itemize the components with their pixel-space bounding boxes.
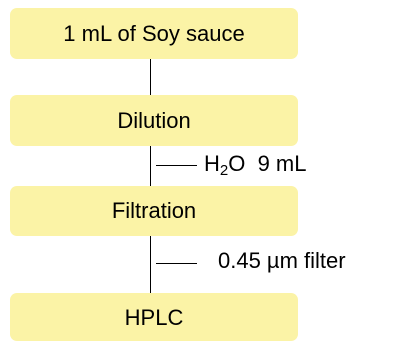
step-box-hplc: HPLC xyxy=(10,293,298,341)
flow-diagram: 1 mL of Soy sauce Dilution H2O 9 mL Filt… xyxy=(10,8,346,341)
connector-line xyxy=(150,236,151,293)
annotation-tick xyxy=(156,263,197,264)
step-label: 1 mL of Soy sauce xyxy=(63,20,245,46)
connector-line xyxy=(150,146,151,186)
step-box-filtration: Filtration xyxy=(10,186,298,236)
step-box-soy-sauce: 1 mL of Soy sauce xyxy=(10,8,298,59)
annotation-subscript: 2 xyxy=(219,162,229,179)
annotation-text: H xyxy=(204,151,220,176)
step-label: HPLC xyxy=(124,305,184,330)
connector-line xyxy=(150,59,151,95)
annotation-tick xyxy=(156,165,197,166)
annotation-water-volume: H2O 9 mL xyxy=(204,151,307,179)
annotation-text: O 9 mL xyxy=(228,151,307,176)
step-label: Dilution xyxy=(117,107,191,133)
step-label: Filtration xyxy=(111,198,197,223)
annotation-filter: 0.45 µm filter xyxy=(218,248,346,273)
step-box-dilution: Dilution xyxy=(10,95,298,146)
